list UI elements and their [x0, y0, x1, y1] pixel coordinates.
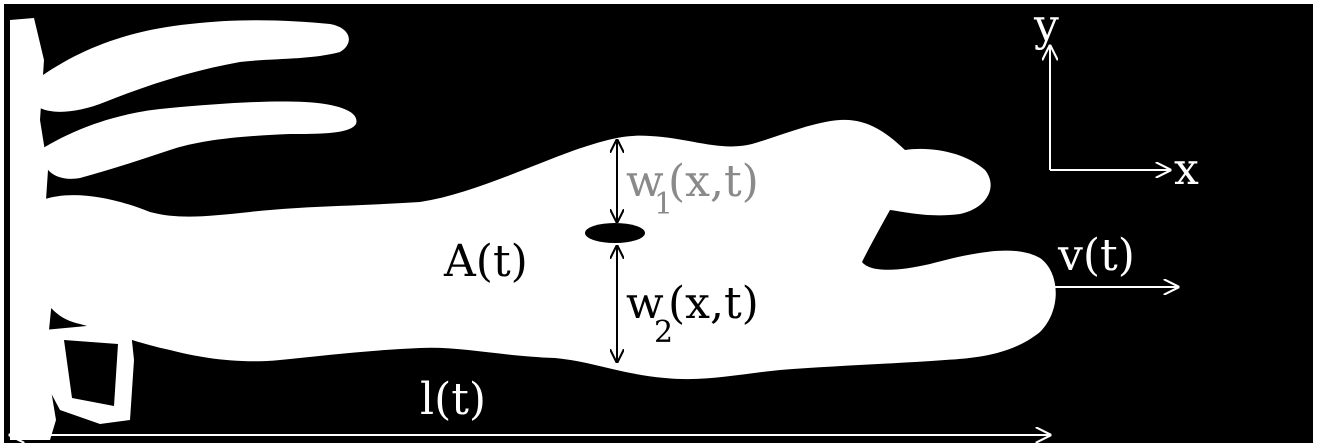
w2-subscript: 2: [654, 315, 673, 350]
w1-label: w 1 (x,t): [626, 156, 759, 222]
dark-hole: [585, 223, 645, 243]
w2-label: w 2 (x,t): [626, 278, 759, 350]
length-label: l(t): [420, 374, 486, 425]
main-plume-body: [42, 119, 1056, 380]
w2-args: (x,t): [668, 278, 759, 329]
w1-subscript: 1: [654, 187, 673, 222]
w1-main: w: [626, 156, 664, 207]
w1-args: (x,t): [668, 156, 759, 207]
area-label: A(t): [443, 236, 528, 287]
axis-y-label: y: [1033, 0, 1059, 51]
axis-x-label: x: [1174, 144, 1199, 195]
lower-left-blob-hole: [64, 340, 118, 406]
upper-finger-2: [40, 101, 357, 179]
w2-main: w: [626, 278, 664, 329]
velocity-label: v(t): [1057, 230, 1135, 281]
upper-finger-1: [36, 20, 349, 112]
